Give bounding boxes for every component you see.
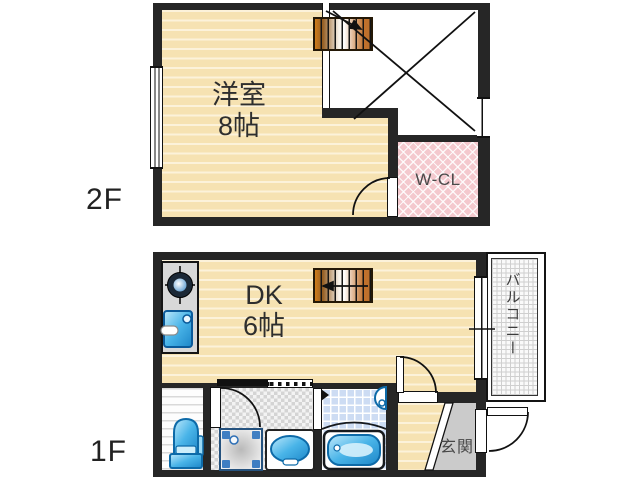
door-leaf-washroom (210, 387, 221, 428)
closet-label: W-CL (415, 169, 461, 189)
floor-label-1f: 1F (90, 435, 128, 468)
door-leaf-hall-open (396, 356, 404, 393)
room-size-2f: 8帖 (217, 111, 261, 141)
stairs-2f-icon (313, 17, 373, 51)
door-leaf-entry-open (487, 407, 528, 416)
room-name-1f: DK (245, 280, 283, 310)
door-leaf-bath (313, 388, 322, 430)
door-threshold-entry (475, 409, 487, 453)
balcony-label: バルコニー (503, 272, 521, 357)
floor-label-2f: 2F (86, 183, 124, 216)
stairwell-partition (322, 3, 330, 108)
stairs-1f-icon (313, 268, 373, 303)
entrance-label: 玄関 (440, 439, 475, 456)
kitchen-unit (161, 261, 199, 354)
room-label-1f: DK 6帖 (223, 280, 305, 342)
counter-bar (217, 379, 267, 386)
window-icon-2f-right (477, 97, 490, 138)
window-icon-2f-left (150, 66, 163, 169)
door-arc-entry (488, 411, 529, 452)
room-label-2f: 洋室 8帖 (194, 80, 284, 142)
door-threshold-hall (398, 391, 438, 403)
sliding-opening (267, 379, 313, 388)
window-icon-balcony (474, 276, 488, 380)
balcony-deck (491, 258, 538, 396)
room-name-2f: 洋室 (212, 80, 266, 110)
walk-in-closet-floor (398, 142, 478, 217)
washroom-floor (211, 388, 314, 470)
room-size-1f: 6帖 (242, 311, 286, 341)
bathroom-floor (322, 389, 386, 470)
door-leaf-closet (387, 177, 398, 217)
toilet-room-floor (162, 388, 203, 470)
